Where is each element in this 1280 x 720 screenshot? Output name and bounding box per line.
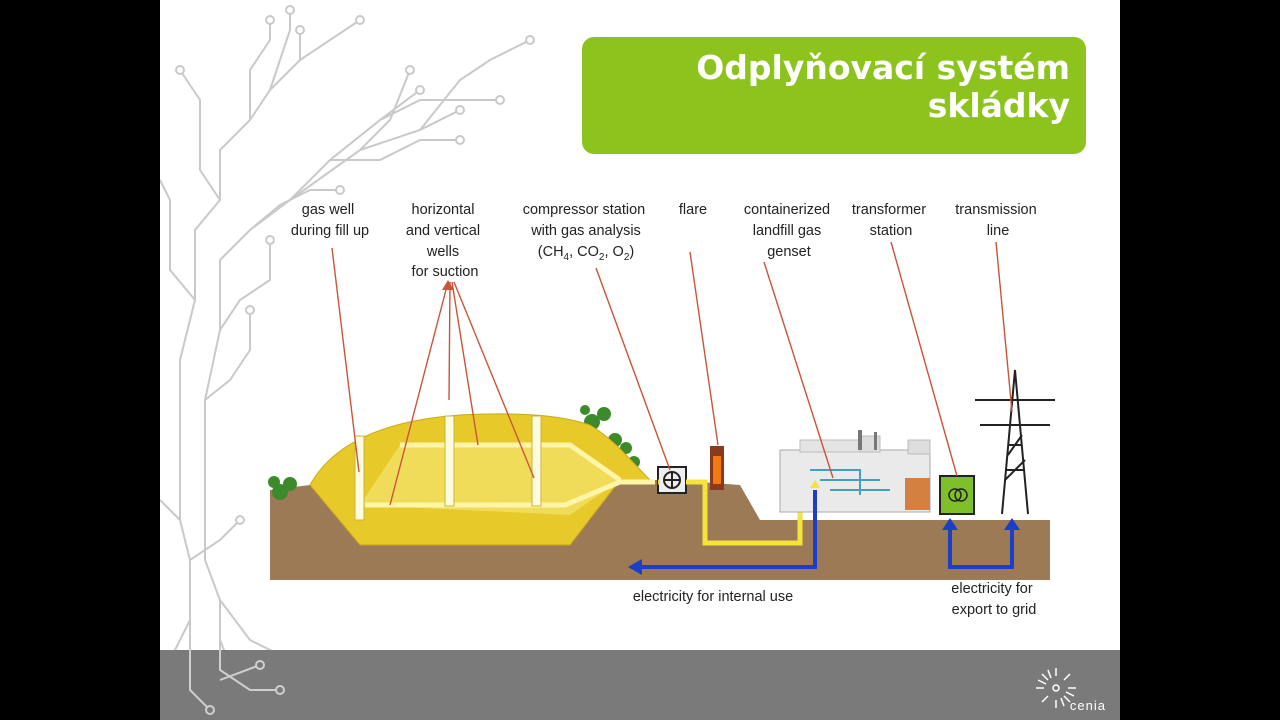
gas-formula-close: )	[629, 244, 634, 260]
label-gas-formula: (CH4, CO2, O2)	[538, 244, 634, 263]
gas-formula-sub-2: 2	[599, 252, 605, 263]
title-line-2: skládky	[927, 86, 1070, 125]
compressor-line-1: compressor station	[523, 202, 646, 218]
wells-line-2: and vertical	[406, 223, 480, 239]
electricity-lines	[638, 490, 1014, 569]
genset-line-2: landfill gas	[753, 223, 822, 239]
label-compressor: compressor station with gas analysis	[523, 202, 650, 239]
slide: gas well during fill up horizontal and v…	[160, 0, 1120, 720]
genset-line-1: containerized	[744, 202, 830, 218]
compressor-unit	[657, 466, 687, 494]
landfill-inner-layer	[360, 445, 620, 515]
circuit-tree-decoration	[160, 10, 531, 720]
wells-line-1: horizontal	[412, 202, 475, 218]
label-flare: flare	[679, 202, 707, 218]
export-line-2: export to grid	[952, 602, 1037, 618]
cenia-logo-text: cenia	[1069, 698, 1106, 713]
gas-formula-sub-1: 4	[564, 252, 570, 263]
gas-well-line-2: during fill up	[291, 223, 369, 239]
label-transformer: transformer station	[852, 202, 930, 239]
transformer-line-1: transformer	[852, 202, 926, 218]
transmission-line-2: line	[987, 223, 1010, 239]
genset-container	[779, 430, 931, 513]
footer-bar	[160, 650, 1120, 720]
compressor-line-2: with gas analysis	[530, 223, 641, 239]
gas-formula-open: (CH	[538, 244, 564, 260]
transformer-line-2: station	[870, 223, 913, 239]
diagram: gas well during fill up horizontal and v…	[160, 5, 1055, 720]
gas-well-line-1: gas well	[302, 202, 354, 218]
footer-decoration	[189, 650, 1076, 715]
soil-ground	[270, 480, 1050, 580]
circuit-nodes	[175, 5, 535, 715]
wells-line-3: wells	[426, 244, 459, 260]
label-export: electricity for export to grid	[951, 581, 1036, 618]
gas-collection-pipes	[365, 442, 655, 508]
gas-pipe-to-genset	[686, 479, 803, 546]
vertical-wells	[354, 415, 542, 521]
leader-lines	[331, 241, 1013, 506]
label-wells: horizontal and vertical wells for suctio…	[406, 202, 484, 280]
title-line-1: Odplyňovací systém	[696, 48, 1070, 87]
leader-arrowheads	[442, 280, 454, 290]
transmission-line-1: transmission	[955, 202, 1036, 218]
gas-formula-sub-3: 2	[624, 252, 630, 263]
title-banner: Odplyňovací systém skládky	[582, 37, 1086, 154]
export-line-1: electricity for	[951, 581, 1033, 597]
wells-line-4: for suction	[412, 264, 479, 280]
genset-line-3: genset	[767, 244, 811, 260]
transformer-box	[939, 475, 975, 515]
gas-formula-mid-1: , CO	[569, 244, 599, 260]
cenia-sun-icon	[1036, 668, 1076, 708]
label-internal-use: electricity for internal use	[633, 589, 793, 605]
label-gas-well: gas well during fill up	[291, 202, 369, 239]
label-transmission: transmission line	[955, 202, 1040, 239]
gas-formula-mid-2: , O	[604, 244, 623, 260]
transmission-tower	[975, 369, 1055, 515]
flare-stack	[710, 446, 724, 490]
flare-line-1: flare	[679, 202, 707, 218]
vegetation	[268, 405, 640, 500]
electricity-arrowheads	[628, 480, 1020, 575]
label-genset: containerized landfill gas genset	[744, 202, 834, 260]
